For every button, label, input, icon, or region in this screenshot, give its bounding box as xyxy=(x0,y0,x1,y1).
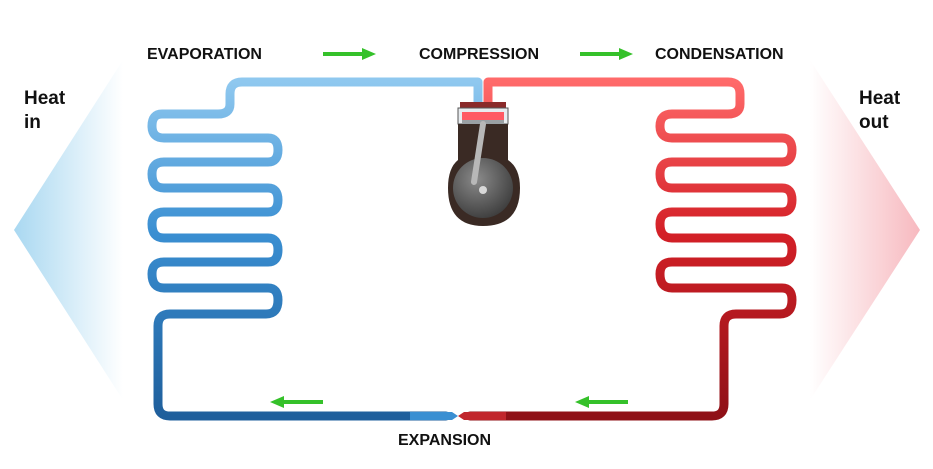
condenser-coil-pipe xyxy=(465,77,797,421)
expansion-label: EXPANSION xyxy=(398,432,491,449)
heat-out-label-line2: out xyxy=(859,112,889,133)
evaporator-coil-pipe xyxy=(147,77,483,421)
heat-in-label-line2: in xyxy=(24,112,41,133)
evaporation-label: EVAPORATION xyxy=(147,46,262,63)
expansion-valve-pipe xyxy=(410,412,458,420)
heat-in-arrow-shape xyxy=(14,60,123,400)
compressor-icon xyxy=(448,102,520,226)
expansion-valve-pipe-hot xyxy=(458,412,506,420)
flow-direction-arrow-icon xyxy=(270,396,323,408)
flow-direction-arrow-icon xyxy=(580,48,633,60)
heat-out-label-line1: Heat xyxy=(859,88,901,109)
condensation-label: CONDENSATION xyxy=(655,46,784,63)
flow-direction-arrow-icon xyxy=(575,396,628,408)
flow-direction-arrow-icon xyxy=(323,48,376,60)
compression-label: COMPRESSION xyxy=(419,46,539,63)
heat-in-label-line1: Heat xyxy=(24,88,66,109)
heat-out-arrow xyxy=(810,60,920,400)
